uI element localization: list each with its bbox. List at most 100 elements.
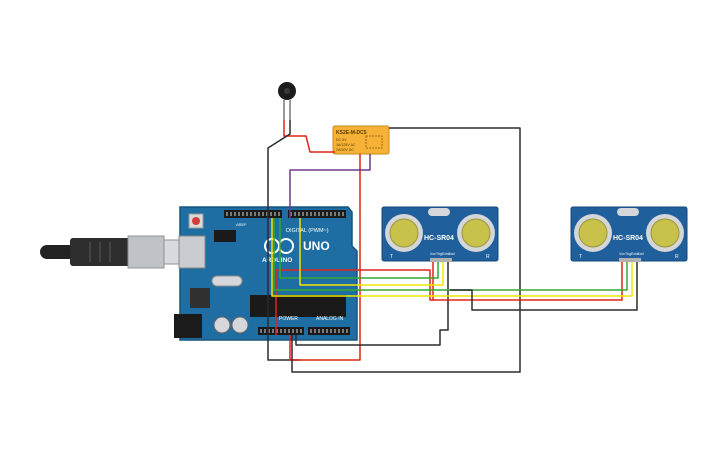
wire-black-buzzer-gnd[interactable] [267, 120, 300, 361]
voltage-regulator [190, 288, 210, 308]
header-pin[interactable] [330, 212, 332, 216]
sensor-right-title: HC-SR04 [613, 235, 643, 242]
capacitor-1 [213, 316, 231, 334]
header-pin[interactable] [268, 329, 270, 333]
header-pin[interactable] [306, 212, 308, 216]
header-pin[interactable] [330, 329, 332, 333]
sensor-left-pin-vcc: Vcc [430, 252, 436, 256]
atmega-chip [250, 295, 346, 317]
header-pin[interactable] [266, 212, 268, 216]
sensor-left-pin-echo: Echo [442, 252, 450, 256]
reset-button-cap [192, 217, 200, 225]
relay-symbol [365, 135, 383, 149]
header-pin[interactable] [276, 329, 278, 333]
header-pin[interactable] [314, 212, 316, 216]
icsp-header [214, 230, 236, 242]
header-pin[interactable] [310, 329, 312, 333]
wire-green-left-trig[interactable] [279, 218, 439, 279]
usb-jack [178, 235, 206, 269]
sensor-left-pin-gnd: Gnd [448, 252, 455, 256]
header-pin[interactable] [262, 212, 264, 216]
wire-red-buzzer-relay[interactable] [283, 120, 335, 153]
header-pin[interactable] [318, 212, 320, 216]
wire-red-right-vcc[interactable] [432, 262, 623, 301]
header-pin[interactable] [294, 212, 296, 216]
buzzer-icon[interactable] [278, 82, 296, 120]
sensor-right-r: R [675, 254, 679, 260]
header-pin[interactable] [338, 329, 340, 333]
header-pin[interactable] [258, 212, 260, 216]
header-pin[interactable] [326, 329, 328, 333]
wires [267, 120, 638, 373]
crystal-right [617, 208, 639, 216]
header-pin[interactable] [300, 329, 302, 333]
sensor-right-pin-trig: Trig [625, 252, 631, 256]
header-pin[interactable] [290, 212, 292, 216]
header-pin[interactable] [278, 212, 280, 216]
header-pin[interactable] [334, 329, 336, 333]
relay-line-1: DC 5V [336, 138, 347, 142]
power-jack [174, 314, 202, 338]
header-pin[interactable] [342, 212, 344, 216]
header-pin[interactable] [342, 329, 344, 333]
header-pin[interactable] [234, 212, 236, 216]
header-pin[interactable] [250, 212, 252, 216]
relay-module[interactable]: KS2E-M-DC5 DC 5V 1A/125V AC 2A/30V DC [332, 125, 390, 155]
wire-black-right-gnd[interactable] [450, 262, 638, 311]
header-pin[interactable] [254, 212, 256, 216]
aref-label: AREF [236, 222, 247, 227]
sensor-right-pin-echo: Echo [631, 252, 639, 256]
analog-header [308, 327, 350, 335]
header-pin[interactable] [322, 329, 324, 333]
power-label: POWER [279, 316, 298, 322]
wire-purple-relay-pin[interactable] [289, 154, 371, 218]
header-pin[interactable] [318, 329, 320, 333]
header-pin[interactable] [272, 329, 274, 333]
wire-yellow-right-echo[interactable] [271, 218, 633, 297]
sensor-right-pin-gnd: Gnd [637, 252, 644, 256]
header-pin[interactable] [326, 212, 328, 216]
header-pin[interactable] [238, 212, 240, 216]
header-pin[interactable] [338, 212, 340, 216]
usb-cable-icon [40, 235, 185, 269]
header-pin[interactable] [230, 212, 232, 216]
arduino-model: UNO [303, 239, 330, 253]
header-pin[interactable] [334, 212, 336, 216]
header-pin[interactable] [226, 212, 228, 216]
ultrasonic-sensor-left[interactable]: HC-SR04 T R Vcc Trig Echo Gnd [381, 206, 499, 262]
header-pin[interactable] [296, 329, 298, 333]
header-pin[interactable] [284, 329, 286, 333]
analog-label: ANALOG IN [316, 316, 344, 322]
header-pin[interactable] [302, 212, 304, 216]
relay-title: KS2E-M-DC5 [336, 130, 367, 136]
digital-pin-row [226, 212, 348, 333]
sensor-right-pin-vcc: Vcc [619, 252, 625, 256]
relay-line-2: 1A/125V AC [336, 143, 356, 147]
ultrasonic-sensor-right[interactable]: HC-SR04 T R Vcc Trig Echo Gnd [570, 206, 688, 262]
wire-red-relay-5v[interactable] [289, 154, 361, 361]
header-pin[interactable] [292, 329, 294, 333]
capacitor-2 [231, 316, 249, 334]
digital-header-right [288, 210, 346, 218]
arduino-uno-board[interactable]: ARDUINO UNO DIGITAL (PWM~) POWER ANALOG … [174, 206, 358, 341]
header-pin[interactable] [246, 212, 248, 216]
header-pin[interactable] [310, 212, 312, 216]
header-pin[interactable] [242, 212, 244, 216]
header-pin[interactable] [298, 212, 300, 216]
header-pin[interactable] [322, 212, 324, 216]
digital-label: DIGITAL (PWM~) [286, 228, 329, 234]
header-pin[interactable] [314, 329, 316, 333]
wire-black-relay-loop[interactable] [291, 127, 521, 373]
header-pin[interactable] [280, 329, 282, 333]
sensor-left-pin-trig: Trig [436, 252, 442, 256]
digital-header-left [224, 210, 282, 218]
header-pin[interactable] [274, 212, 276, 216]
header-pin[interactable] [270, 212, 272, 216]
sensor-left-r: R [486, 254, 490, 260]
wire-yellow-left-echo[interactable] [299, 218, 444, 286]
header-pin[interactable] [264, 329, 266, 333]
header-pin[interactable] [260, 329, 262, 333]
header-pin[interactable] [346, 329, 348, 333]
header-pin[interactable] [288, 329, 290, 333]
wire-black-left-gnd[interactable] [295, 262, 449, 346]
